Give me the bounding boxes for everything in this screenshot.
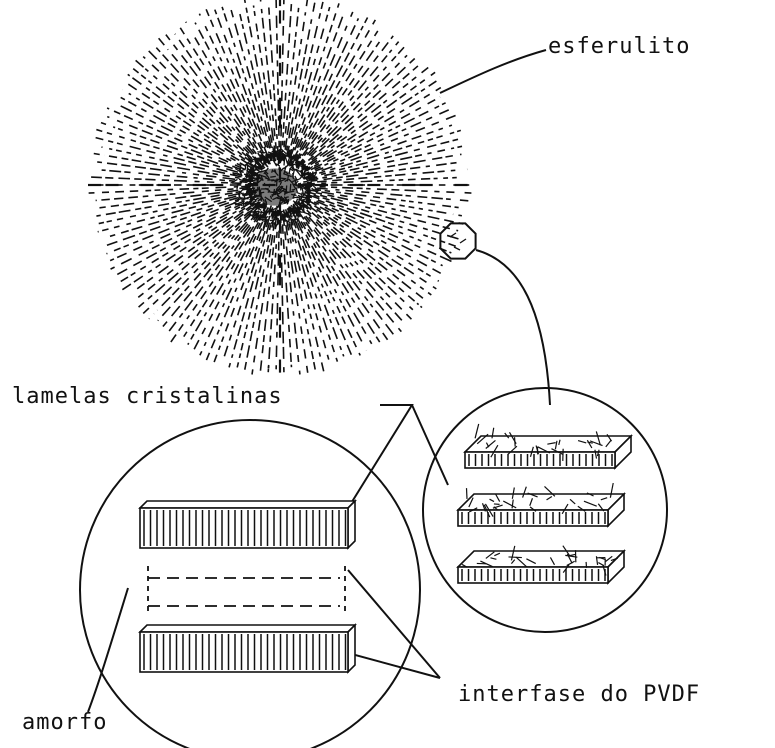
- amorphous-region-lines: [148, 566, 345, 615]
- label-interphase: interfase do PVDF: [458, 684, 700, 706]
- spherulite-drawing: [88, 0, 471, 374]
- label-amorphous: amorfo: [22, 712, 107, 734]
- lamellae-stack-magnified: [423, 388, 667, 632]
- crystalline-lamella-top: [140, 501, 355, 548]
- lamellae-detail-circle: [80, 420, 420, 748]
- stacked-lamella-3: [458, 546, 624, 583]
- magnifier-octagon: [440, 223, 475, 258]
- amorphous-pointer: [88, 588, 128, 712]
- stacked-lamella-2: [458, 483, 624, 526]
- label-crystalline-lamellae: lamelas cristalinas: [12, 386, 283, 408]
- label-spherulite: esferulito: [548, 36, 690, 58]
- nucleus-core: [253, 169, 297, 205]
- magnifier-leader: [476, 250, 550, 405]
- crystalline-lamella-bottom: [140, 625, 355, 672]
- lamellae-pointer-left: [350, 405, 412, 505]
- stacked-lamella-1: [465, 424, 631, 468]
- spherulite-pointer: [440, 50, 546, 93]
- detail-circle-outline: [80, 420, 420, 748]
- interphase-pointer-mid: [348, 570, 440, 678]
